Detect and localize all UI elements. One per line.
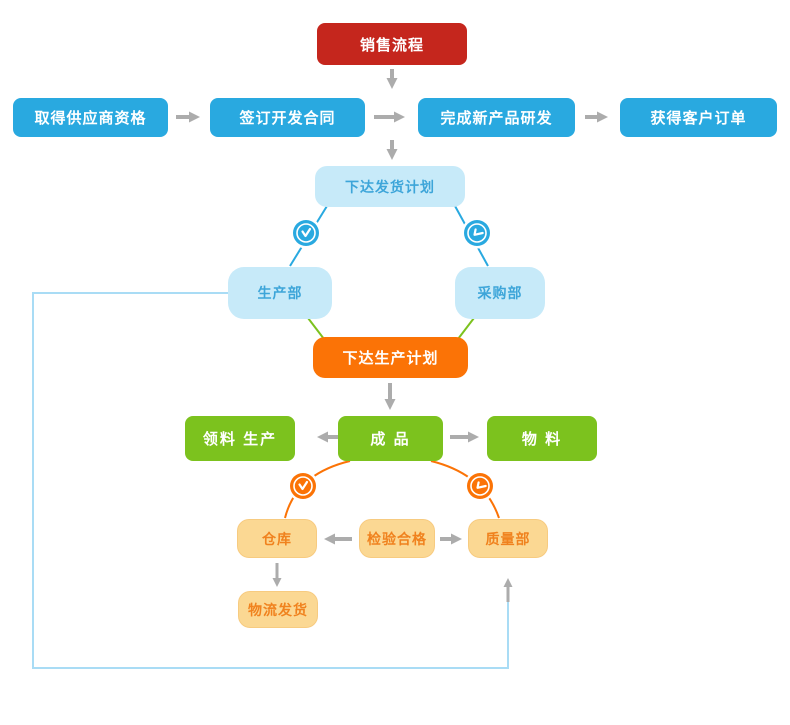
edge-purchasing-prodplan bbox=[457, 317, 475, 340]
edge-production-prodplan bbox=[307, 317, 325, 340]
node-customer-order: 获得客户订单 bbox=[620, 98, 777, 137]
node-production-plan: 下达生产计划 bbox=[313, 337, 468, 378]
clock-icon-blue-left bbox=[290, 217, 322, 249]
node-production-dept: 生产部 bbox=[228, 267, 332, 319]
clock-icon-orange-left bbox=[287, 470, 319, 502]
node-finished-goods: 成 品 bbox=[338, 416, 443, 461]
node-purchasing-dept: 采购部 bbox=[455, 267, 545, 319]
node-warehouse: 仓库 bbox=[237, 519, 317, 558]
clock-icon-blue-right bbox=[461, 217, 493, 249]
node-materials: 物 料 bbox=[487, 416, 597, 461]
node-new-product-rnd: 完成新产品研发 bbox=[418, 98, 575, 137]
node-inspection-passed: 检验合格 bbox=[359, 519, 435, 558]
clock-icon-orange-right bbox=[464, 470, 496, 502]
node-logistics-shipping: 物流发货 bbox=[238, 591, 318, 628]
loop-line bbox=[32, 292, 509, 669]
node-supplier-qualification: 取得供应商资格 bbox=[13, 98, 168, 137]
node-development-contract: 签订开发合同 bbox=[210, 98, 365, 137]
node-pick-and-produce: 领料 生产 bbox=[185, 416, 295, 461]
node-shipping-plan: 下达发货计划 bbox=[315, 166, 465, 207]
node-sales-process: 销售流程 bbox=[317, 23, 467, 65]
node-quality-dept: 质量部 bbox=[468, 519, 548, 558]
